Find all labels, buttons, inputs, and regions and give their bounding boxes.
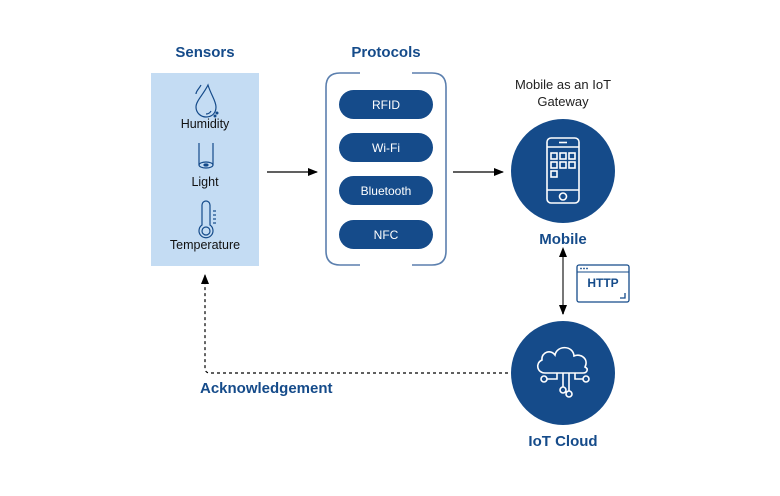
protocol-nfc: NFC [339, 220, 433, 249]
protocol-wifi: Wi-Fi [339, 133, 433, 162]
cloud-network-icon [536, 346, 590, 398]
protocols-bracket [325, 72, 447, 266]
light-tube-icon [198, 143, 214, 169]
thermometer-icon [198, 200, 216, 239]
arrow-acknowledgement [201, 274, 508, 374]
mobile-label: Mobile [539, 231, 587, 248]
sensor-humidity-label: Humidity [180, 117, 230, 131]
sensor-icons [195, 83, 219, 239]
cloud-label: IoT Cloud [528, 433, 598, 450]
mobile-caption-line2: Gateway [537, 94, 589, 109]
protocols-title: Protocols [351, 44, 421, 61]
sensors-panel: Humidity Light Temperature [151, 73, 259, 266]
protocol-rfid: RFID [339, 90, 433, 119]
browser-window-icon [576, 264, 630, 303]
mobile-caption-line1: Mobile as an IoT [514, 77, 612, 92]
mobile-caption: Mobile as an IoT Gateway [490, 76, 636, 110]
cloud-node [511, 321, 615, 425]
mobile-node [511, 119, 615, 223]
acknowledgement-label: Acknowledgement [200, 380, 333, 397]
sensors-title: Sensors [175, 44, 235, 61]
smartphone-icon [546, 137, 580, 204]
sensor-temperature-label: Temperature [169, 238, 241, 252]
sensor-light-label: Light [191, 175, 219, 189]
http-label: HTTP [587, 276, 619, 290]
water-drop-icon [195, 83, 219, 118]
protocol-bluetooth: Bluetooth [339, 176, 433, 205]
